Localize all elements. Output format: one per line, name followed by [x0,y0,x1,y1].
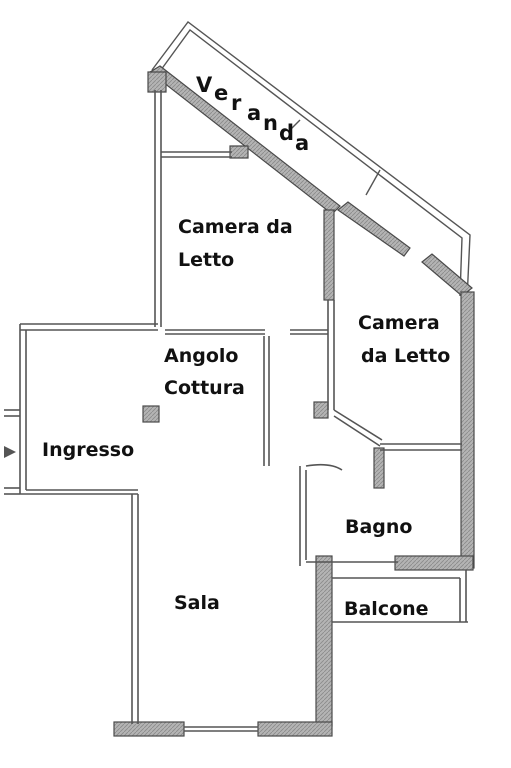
room-label-camera-2: da Letto [361,345,450,367]
veranda-boundary [151,21,471,301]
room-label-angolo-cottura: Cottura [164,377,245,399]
thick-walls [113,65,475,737]
veranda-letter: e [214,81,228,105]
room-label-camera-1: Camera da [178,216,293,238]
room-label-angolo-cottura: Angolo [164,345,238,367]
entrance-arrow-icon [4,446,16,458]
veranda-letter: d [279,121,294,145]
veranda-letter: n [263,111,278,135]
room-label-balcone: Balcone [344,598,429,620]
veranda-letter: a [295,131,309,155]
thin-walls [4,90,468,732]
room-label-camera-1: Letto [178,249,234,271]
veranda-label: V e r a n d a [196,73,309,155]
room-label-ingresso: Ingresso [42,439,134,461]
veranda-letter: a [247,101,261,125]
veranda-letter: r [231,91,242,115]
room-label-sala: Sala [174,592,220,614]
room-label-camera-2: Camera [358,312,440,334]
veranda-letter: V [196,73,213,97]
room-label-bagno: Bagno [345,516,412,538]
